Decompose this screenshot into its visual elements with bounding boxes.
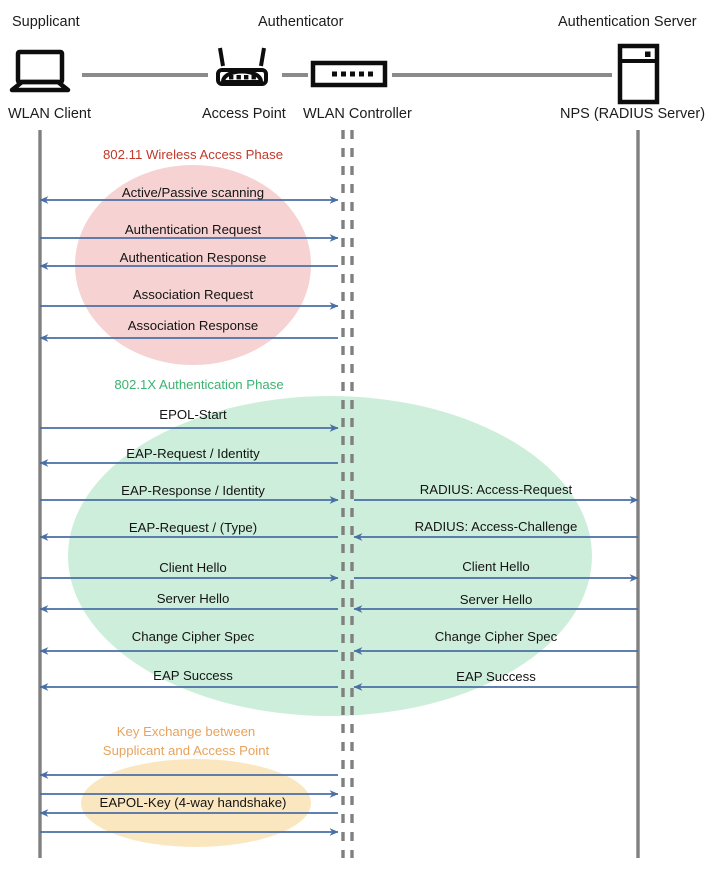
msg-radius-access-challenge-label: RADIUS: Access-Challenge [414, 519, 578, 534]
msg-eap-success-left-label: EAP Success [153, 668, 233, 683]
key-exchange-phase-ellipse [81, 759, 311, 847]
actor-device-access-point: Access Point [202, 106, 286, 122]
wireless-phase-ellipse [75, 165, 311, 365]
msg-association-request-label: Association Request [132, 287, 254, 302]
lifelines-group [38, 130, 640, 858]
phase-label-dot1x-authentication: 802.1X Authentication Phase [114, 377, 284, 392]
msg-eap-success-right-label: EAP Success [456, 669, 536, 684]
dot1x-phase-ellipse [68, 396, 592, 716]
msg-client-hello-left-label: Client Hello [159, 560, 227, 575]
actor-role-authenticator: Authenticator [258, 14, 344, 30]
msg-eapol-start-label: EPOL-Start [159, 407, 227, 422]
msg-association-response-label: Association Response [127, 318, 259, 333]
device-icons-group [9, 43, 660, 105]
msg-server-hello-left-label: Server Hello [156, 591, 230, 606]
msg-eapol-key-4way-label: EAPOL-Key (4-way handshake) [99, 795, 287, 810]
actor-role-authentication-server: Authentication Server [558, 14, 697, 30]
actor-device-wlan-client: WLAN Client [8, 106, 91, 122]
network-controller-icon [310, 60, 388, 88]
msg-radius-access-request-label: RADIUS: Access-Request [419, 482, 573, 497]
laptop-icon [9, 49, 71, 93]
msg-change-cipher-spec-right-label: Change Cipher Spec [434, 629, 558, 644]
msg-eap-request-identity-label: EAP-Request / Identity [126, 446, 260, 461]
msg-change-cipher-spec-left-label: Change Cipher Spec [131, 629, 255, 644]
phase-label-key-exchange-line2: Supplicant and Access Point [102, 743, 270, 759]
actor-role-supplicant: Supplicant [12, 14, 80, 30]
msg-active-passive-scanning-label: Active/Passive scanning [121, 185, 265, 200]
msg-authentication-response-label: Authentication Response [119, 250, 267, 265]
msg-eap-response-identity-label: EAP-Response / Identity [121, 483, 265, 498]
msg-client-hello-right-label: Client Hello [462, 559, 530, 574]
wireless-access-point-icon [216, 47, 268, 86]
msg-server-hello-right-label: Server Hello [459, 592, 533, 607]
phase-ellipses-group [68, 165, 592, 847]
phase-label-key-exchange-line1: Key Exchange between [116, 724, 256, 739]
phase-label-key-exchange: Key Exchange between Supplicant and Acce… [76, 722, 296, 760]
message-arrows-group [39, 196, 639, 836]
msg-eap-request-type-label: EAP-Request / (Type) [128, 520, 258, 535]
actor-device-nps-radius-server: NPS (RADIUS Server) [560, 106, 706, 122]
phase-label-wireless-access: 802.11 Wireless Access Phase [102, 147, 284, 162]
actor-device-wlan-controller: WLAN Controller [303, 106, 412, 122]
msg-authentication-request-label: Authentication Request [124, 222, 262, 237]
server-rack-icon [617, 43, 660, 105]
